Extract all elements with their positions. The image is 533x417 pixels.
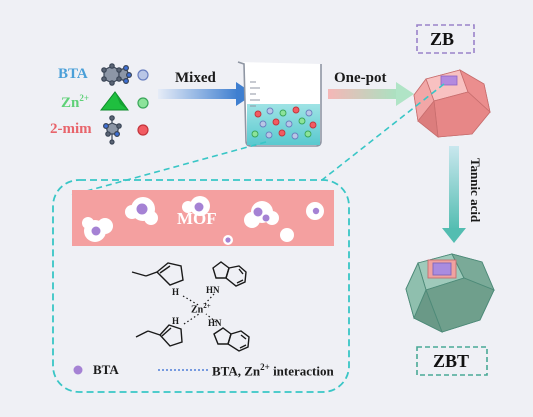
zb-label: ZB [430, 29, 455, 49]
zb-polyhedron-icon [413, 69, 491, 138]
mixed-label: Mixed [175, 70, 216, 86]
zn-tetrahedron-icon [99, 91, 129, 111]
zn-marker-icon [137, 97, 149, 109]
2-mim-molecule-icon [102, 115, 122, 145]
hn-label-lower-right: HN [208, 318, 222, 328]
reagent-bta-label: BTA [58, 66, 88, 82]
legend-bta-dot [73, 365, 83, 375]
one-pot-arrow-icon [328, 82, 414, 106]
tannic-acid-label: Tannic acid [468, 158, 483, 223]
zb-label-box [416, 24, 475, 54]
mof-label: MOF [177, 209, 217, 228]
reagent-zn-label: Zn2+ [61, 93, 89, 111]
legend-bta-label: BTA [93, 362, 119, 377]
tannic-arrow-icon [442, 146, 466, 243]
zbt-label: ZBT [433, 351, 470, 371]
bta-molecule-icon [101, 63, 132, 86]
zoom-lines [71, 83, 445, 196]
zn-center-label: Zn2+ [191, 302, 211, 316]
reagent-2-mim-label: 2-mim [50, 121, 92, 137]
inset-border [52, 179, 350, 393]
hn-label-upper-right: HN [206, 285, 220, 295]
h-label-lower-left: H [172, 316, 180, 326]
one-pot-label: One-pot [334, 70, 387, 86]
bta-marker-icon [137, 69, 149, 81]
zn-coordination-structure [131, 261, 250, 352]
legend-interaction-label: BTA, Zn2+ interaction [212, 362, 334, 379]
zbt-polyhedron-icon [405, 253, 495, 333]
zbt-label-box [416, 346, 488, 376]
2-mim-marker-icon [137, 124, 149, 136]
h-label-upper-left: H [172, 287, 180, 297]
mof-pores [82, 196, 324, 245]
beaker-icon [237, 61, 322, 147]
